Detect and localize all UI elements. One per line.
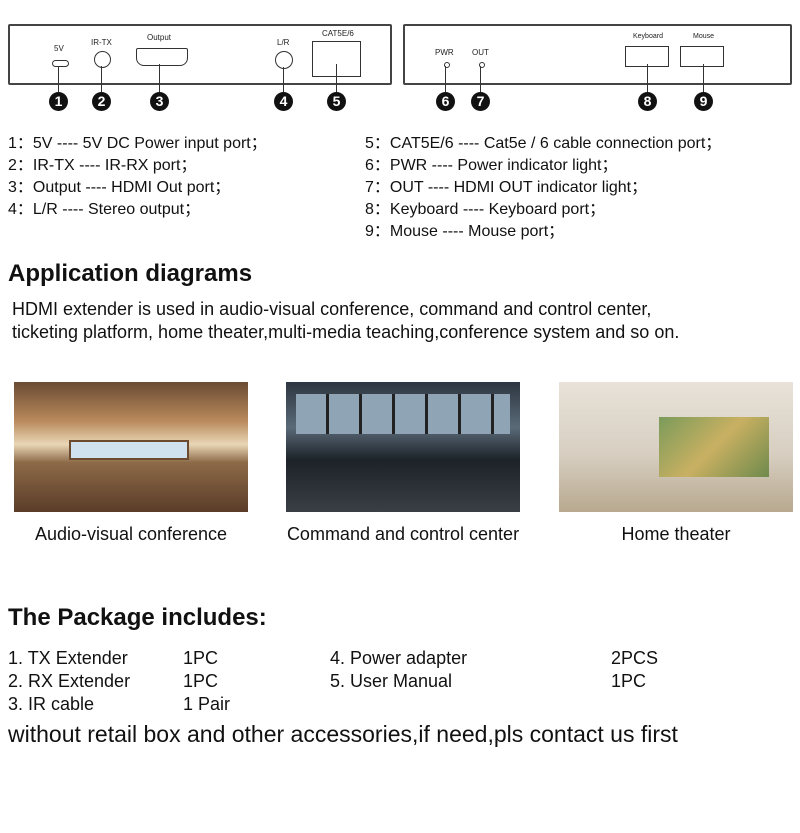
- leader-line: [58, 66, 59, 92]
- label-cat: CAT5E/6: [322, 29, 354, 38]
- legend-item: 9：Mouse ---- Mouse port；: [365, 223, 565, 240]
- pwr-led: [444, 62, 450, 68]
- leader-line: [159, 64, 160, 92]
- package-item: 2. RX Extender: [8, 671, 131, 691]
- photo-command-control-center: [286, 382, 520, 512]
- legend-item: 6：PWR ---- Power indicator light；: [365, 157, 618, 174]
- label-lr: L/R: [277, 38, 290, 47]
- package-qty: 1PC: [183, 648, 219, 668]
- micro-usb-port: [52, 60, 69, 67]
- leader-line: [480, 66, 481, 92]
- legend-item: 1：5V ---- 5V DC Power input port；: [8, 135, 267, 152]
- label-keyboard: Keyboard: [633, 33, 663, 40]
- marker-3: 3: [150, 92, 169, 111]
- package-qty: 2PCS: [611, 648, 659, 668]
- rx-panel-diagram: PWR OUT Keyboard Mouse: [403, 24, 792, 85]
- package-qty: 1PC: [183, 671, 219, 691]
- package-title: The Package includes:: [8, 604, 267, 631]
- package-qty: 1 Pair: [183, 694, 231, 714]
- ir-jack: [94, 51, 111, 68]
- package-item: 4. Power adapter: [330, 648, 468, 668]
- label-pwr: PWR: [435, 48, 454, 57]
- caption-command-control-center: Command and control center: [286, 524, 520, 544]
- label-mouse: Mouse: [693, 33, 715, 40]
- leader-line: [101, 66, 102, 92]
- photo-home-theater: [559, 382, 793, 512]
- legend-item: 4：L/R ---- Stereo output；: [8, 201, 201, 218]
- legend-item: 5：CAT5E/6 ---- Cat5e / 6 cable connectio…: [365, 135, 722, 152]
- package-note: without retail box and other accessories…: [8, 721, 678, 747]
- marker-7: 7: [471, 92, 490, 111]
- label-5v: 5V: [54, 44, 64, 53]
- photo-audio-visual-conference: [14, 382, 248, 512]
- leader-line: [647, 64, 648, 92]
- marker-4: 4: [274, 92, 293, 111]
- tx-panel-diagram: 5V IR-TX Output L/R CAT5E/6: [8, 24, 392, 85]
- marker-1: 1: [49, 92, 68, 111]
- leader-line: [445, 66, 446, 92]
- application-title: Application diagrams: [8, 260, 253, 287]
- legend-item: 3：Output ---- HDMI Out port；: [8, 179, 231, 196]
- package-qty: 1PC: [611, 671, 647, 691]
- marker-2: 2: [92, 92, 111, 111]
- audio-jack: [275, 51, 293, 69]
- marker-9: 9: [694, 92, 713, 111]
- legend-item: 8：Keyboard ---- Keyboard port；: [365, 201, 606, 218]
- application-text: HDMI extender is used in audio-visual co…: [12, 299, 652, 319]
- marker-8: 8: [638, 92, 657, 111]
- label-irtx: IR-TX: [91, 38, 112, 47]
- package-item: 5. User Manual: [330, 671, 453, 691]
- legend-item: 2：IR-TX ---- IR-RX port；: [8, 157, 197, 174]
- marker-5: 5: [327, 92, 346, 111]
- hdmi-port: [136, 48, 188, 66]
- legend-item: 7：OUT ---- HDMI OUT indicator light；: [365, 179, 648, 196]
- out-led: [479, 62, 485, 68]
- caption-audio-visual-conference: Audio-visual conference: [34, 524, 228, 544]
- label-out: OUT: [472, 48, 489, 57]
- caption-home-theater: Home theater: [621, 524, 731, 544]
- leader-line: [336, 64, 337, 92]
- leader-line: [283, 67, 284, 92]
- application-text: ticketing platform, home theater,multi-m…: [12, 322, 680, 342]
- package-item: 1. TX Extender: [8, 648, 128, 668]
- marker-6: 6: [436, 92, 455, 111]
- leader-line: [703, 64, 704, 92]
- mouse-port: [680, 46, 724, 67]
- package-item: 3. IR cable: [8, 694, 95, 714]
- label-output: Output: [147, 33, 172, 42]
